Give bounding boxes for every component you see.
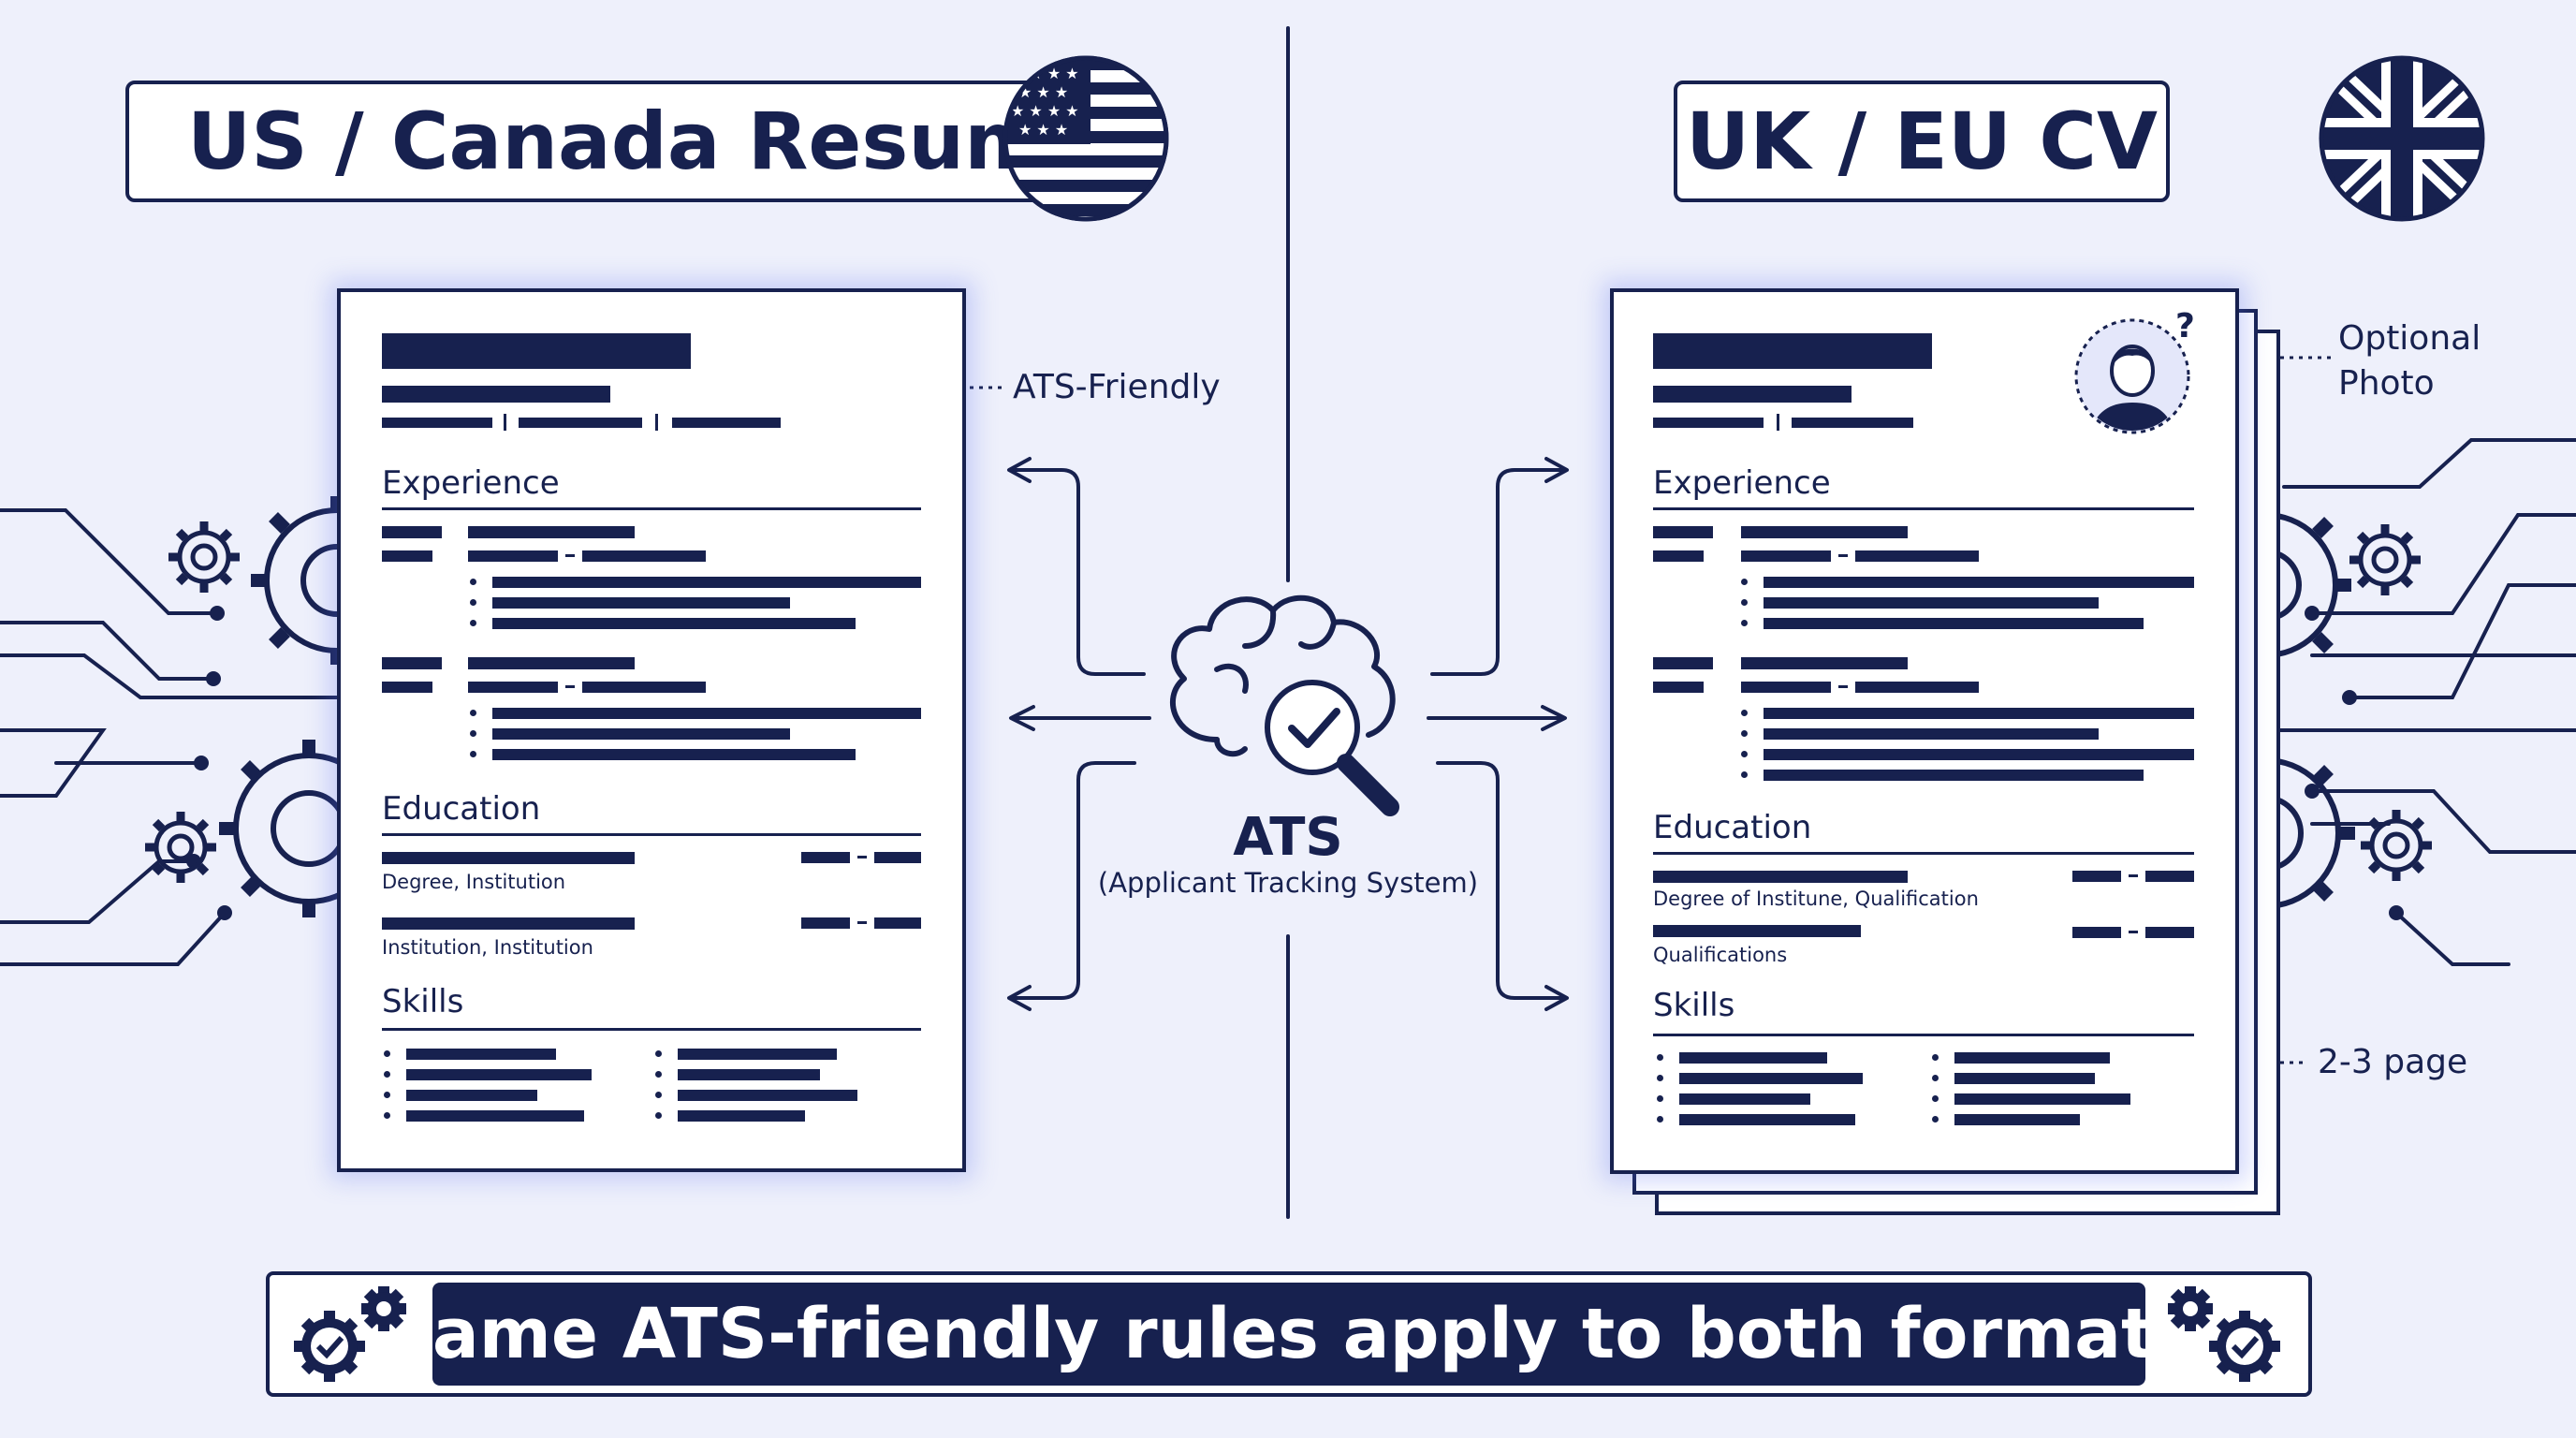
gears-check-icon bbox=[2168, 1286, 2280, 1382]
circuit-line bbox=[2348, 583, 2576, 699]
ats-title: ATS bbox=[1233, 807, 1343, 868]
contact-bar bbox=[1653, 418, 1764, 428]
uk-title-box: UK / EU CV bbox=[1674, 81, 2170, 202]
circuit-line bbox=[0, 621, 212, 681]
contact-bar bbox=[382, 418, 492, 428]
section-education: Education bbox=[1653, 809, 1812, 846]
optional-photo-callout: Optional Photo bbox=[2338, 316, 2481, 406]
us-title-box: US / Canada Resume bbox=[125, 81, 1100, 202]
contact-bar bbox=[1792, 418, 1913, 428]
section-experience: Experience bbox=[382, 464, 560, 502]
section-education: Education bbox=[382, 790, 541, 828]
circuit-line bbox=[2394, 911, 2510, 966]
circuit-line bbox=[2310, 789, 2576, 854]
name-bar bbox=[1653, 333, 1932, 369]
contact-bar bbox=[519, 418, 642, 428]
uk-flag-icon bbox=[2319, 55, 2485, 222]
circuit-line bbox=[0, 911, 227, 966]
circuit-line bbox=[0, 859, 194, 924]
gears-check-icon bbox=[294, 1286, 406, 1382]
uk-cv-document bbox=[1610, 288, 2239, 1174]
banner-message: Same ATS-friendly rules apply to both fo… bbox=[383, 1283, 2195, 1386]
circuit-line bbox=[0, 508, 217, 615]
ats-friendly-callout: ATS-Friendly bbox=[1013, 368, 1221, 406]
education-line: Degree, Institution bbox=[382, 871, 566, 893]
name-bar bbox=[382, 333, 691, 369]
title-bar bbox=[1653, 386, 1852, 403]
callout-line: Photo bbox=[2338, 364, 2435, 403]
brain-magnifier-check-icon bbox=[1169, 594, 1399, 816]
section-skills: Skills bbox=[382, 983, 464, 1020]
circuit-line bbox=[2310, 513, 2576, 615]
education-line: Degree of Institune, Qualification bbox=[1653, 888, 1979, 910]
page-count-callout: 2-3 page bbox=[2318, 1043, 2468, 1081]
ats-subtitle: (Applicant Tracking System) bbox=[1097, 867, 1479, 899]
us-flag-icon: ★ ★ ★ ★★ ★ ★ ★ ★ ★ ★★ ★ ★ bbox=[1003, 55, 1169, 222]
contact-bar bbox=[672, 418, 781, 428]
us-title: US / Canada Resume bbox=[187, 95, 1100, 187]
svg-text:★ ★ ★: ★ ★ ★ bbox=[1018, 121, 1068, 139]
circuit-line bbox=[2282, 438, 2576, 489]
section-skills: Skills bbox=[1653, 987, 1735, 1024]
title-bar bbox=[382, 386, 610, 403]
callout-line: Optional bbox=[2338, 319, 2481, 358]
svg-text:★ ★ ★: ★ ★ ★ bbox=[1018, 83, 1068, 101]
banner-text: Same ATS-friendly rules apply to both fo… bbox=[382, 1294, 2196, 1374]
svg-text:?: ? bbox=[2175, 309, 2195, 345]
ats-arrows bbox=[1007, 457, 1569, 1011]
uk-title: UK / EU CV bbox=[1686, 95, 2158, 187]
education-line: Institution, Institution bbox=[382, 936, 593, 959]
education-line: Qualifications bbox=[1653, 944, 1788, 966]
profile-photo-icon: ? bbox=[2074, 309, 2195, 434]
circuit-line bbox=[0, 653, 339, 699]
section-experience: Experience bbox=[1653, 464, 1831, 502]
svg-text:★ ★ ★ ★: ★ ★ ★ ★ bbox=[1011, 102, 1079, 120]
gear-icon bbox=[145, 521, 2432, 883]
